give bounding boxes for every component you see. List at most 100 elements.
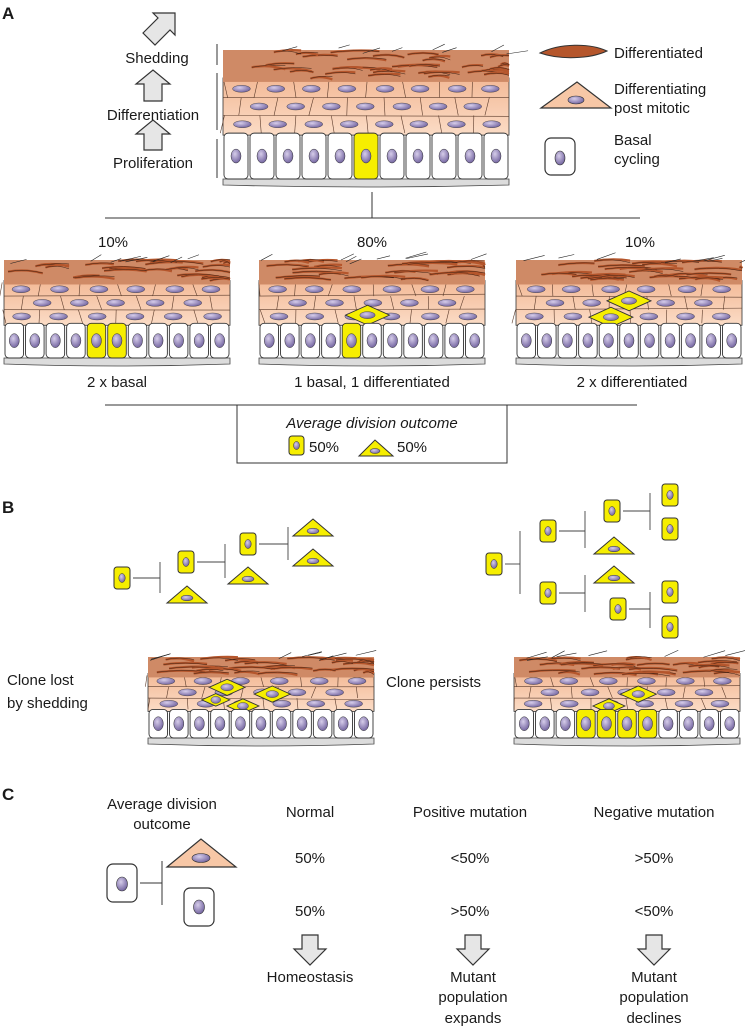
nucleus: [482, 120, 501, 128]
differentiated-cell-edge: [423, 72, 460, 75]
nucleus: [287, 688, 307, 697]
nucleus: [582, 299, 601, 307]
outcome-label-1: 2 x basal: [87, 374, 147, 391]
nucleus: [712, 285, 731, 293]
nucleus: [621, 297, 637, 305]
average-division-label: Average division: [107, 796, 217, 813]
differentiated-cell-edge: [385, 270, 416, 273]
nucleus: [469, 333, 480, 348]
normal-down-arrow-icon: [292, 934, 328, 966]
cell-border: [409, 309, 412, 324]
cell-border: [334, 698, 338, 710]
cell-border: [511, 309, 516, 324]
cell-border: [572, 296, 576, 310]
differentiated-cell-edge: [257, 671, 298, 674]
nucleus: [694, 688, 714, 697]
nucleus: [666, 490, 674, 500]
outcome-percent-3: 10%: [625, 234, 655, 251]
cell-border: [209, 296, 213, 310]
nucleus: [685, 333, 696, 348]
nucleus: [356, 102, 375, 111]
shedding-label: Shedding: [125, 50, 188, 67]
differentiated-cell-edge: [558, 262, 595, 266]
average-outcome-box: [236, 404, 508, 464]
shedding-cell: [406, 253, 429, 259]
differentiated-cell-edge: [196, 669, 224, 672]
nucleus: [363, 299, 383, 307]
nucleus: [178, 688, 197, 697]
shedding-cell: [278, 652, 292, 659]
shedding-cell: [391, 47, 403, 52]
differentiated-cell-edge: [193, 671, 229, 674]
cell-border: [308, 97, 314, 116]
differentiated-cell-edge: [156, 670, 206, 673]
nucleus: [268, 285, 287, 293]
cell-border: [0, 282, 3, 297]
nucleus: [232, 85, 251, 93]
lineage-tree-persists: [485, 483, 679, 639]
nucleus: [268, 120, 287, 128]
cell-row-border: [147, 697, 375, 700]
nucleus: [49, 312, 68, 321]
differentiated-cell-edge: [287, 657, 335, 661]
nucleus: [580, 716, 592, 731]
differentiated-cell-edge: [694, 267, 743, 272]
nucleus: [614, 604, 622, 614]
shedding-cell: [355, 650, 377, 656]
differentiated-cell-edge: [202, 265, 231, 268]
shedding-cell: [307, 651, 322, 656]
shedding-cell: [328, 652, 347, 659]
nucleus: [560, 700, 579, 708]
shedding-cell: [150, 653, 171, 661]
nucleus: [276, 716, 287, 731]
differentiated-cell-edge: [598, 264, 645, 267]
nucleus: [344, 700, 363, 708]
cell-border: [296, 698, 299, 710]
shedding-cell: [125, 257, 148, 263]
nucleus: [490, 559, 498, 569]
cell-border: [147, 698, 151, 710]
nucleus: [375, 120, 394, 128]
shedding-cell: [551, 650, 565, 658]
differentiated-cell-edge: [195, 269, 231, 273]
nucleus: [286, 102, 305, 111]
nucleus: [656, 688, 676, 697]
shedding-cell: [152, 255, 170, 262]
cell-border: [355, 686, 358, 699]
negative-differentiated-value: >50%: [635, 850, 674, 867]
differentiated-cell-edge: [541, 272, 577, 275]
differentiated-cell-edge: [163, 662, 208, 665]
outcome-label-2: 1 basal, 1 differentiated: [294, 374, 450, 391]
differentiated-cell-edge: [104, 269, 147, 272]
shedding-cell: [260, 253, 273, 261]
differentiated-cell-edge: [157, 261, 204, 265]
differentiated-cell-edge: [318, 272, 349, 277]
nucleus: [523, 700, 543, 708]
cell-border: [346, 97, 348, 116]
nucleus: [235, 716, 246, 731]
nucleus: [392, 102, 412, 111]
cell-border: [625, 698, 628, 710]
differentiated-cell-edge: [362, 671, 375, 676]
cell-border: [220, 115, 225, 134]
outcome-label-3: 2 x differentiated: [577, 374, 688, 391]
differentiated-cell-edge: [654, 274, 679, 278]
nucleus: [340, 120, 359, 128]
shedding-cell: [340, 253, 354, 261]
cell-border: [484, 97, 490, 116]
basement-membrane: [515, 357, 743, 367]
nucleus: [306, 527, 320, 535]
nucleus: [118, 573, 126, 583]
differentiated-cell-edge: [373, 70, 406, 75]
basement-membrane: [513, 737, 741, 747]
cell-border: [591, 282, 594, 297]
cell-border: [293, 79, 297, 98]
differentiated-cell-edge: [275, 275, 320, 279]
shedding-cell: [526, 651, 547, 659]
cell-border: [294, 282, 296, 297]
nucleus: [125, 312, 145, 321]
cell-row-border: [513, 685, 741, 688]
nucleus: [288, 299, 307, 307]
differentiated-cell-edge: [660, 260, 700, 263]
cell-border: [390, 296, 395, 310]
